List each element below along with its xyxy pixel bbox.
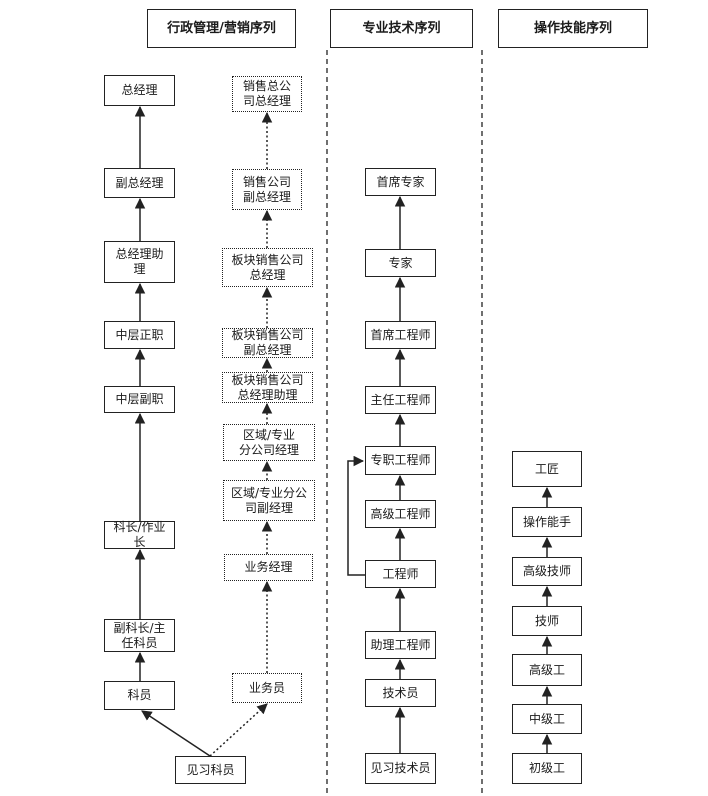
ops-node-technician: 技师	[512, 606, 582, 636]
tech-node-director-engineer: 主任工程师	[365, 386, 436, 414]
admin-node-mid-level-head: 中层正职	[104, 321, 175, 349]
sales-node-business-manager: 业务经理	[224, 554, 313, 581]
ops-node-senior-technician: 高级技师	[512, 557, 582, 586]
sales-node-salesperson: 业务员	[232, 673, 302, 703]
admin-node-deputy-gm: 副总经理	[104, 168, 175, 198]
tech-node-chief-engineer: 首席工程师	[365, 321, 436, 349]
tech-node-dedicated-engineer: 专职工程师	[365, 446, 436, 475]
arrow-trainee-admin	[141, 710, 211, 757]
sales-node-gm: 销售总公 司总经理	[232, 76, 302, 112]
admin-node-section-chief: 科长/作业 长	[104, 520, 175, 549]
tech-node-expert: 专家	[365, 249, 436, 277]
sales-node-branch-manager: 区域/专业 分公司经理	[223, 424, 315, 461]
trainee-clerk-node: 见习科员	[175, 756, 246, 784]
sales-node-division-gm-assistant: 板块销售公司 总经理助理	[222, 372, 313, 403]
arrow-tech-skip	[347, 455, 365, 576]
arrow-trainee-sales	[209, 703, 268, 757]
tech-node-senior-engineer: 高级工程师	[365, 500, 436, 528]
sales-node-branch-deputy-manager: 区域/专业分公 司副经理	[223, 480, 315, 521]
admin-node-deputy-section-chief: 副科长/主 任科员	[104, 619, 175, 652]
sales-node-division-deputy-gm: 板块销售公司 副总经理	[222, 328, 313, 358]
tech-node-chief-expert: 首席专家	[365, 168, 436, 196]
ops-node-operation-expert: 操作能手	[512, 507, 582, 537]
tech-node-trainee-technician: 见习技术员	[365, 753, 436, 784]
tech-node-engineer: 工程师	[365, 560, 436, 588]
admin-node-mid-level-deputy: 中层副职	[104, 386, 175, 413]
header-admin-sales: 行政管理/营销序列	[147, 9, 296, 48]
tech-node-assistant-engineer: 助理工程师	[365, 631, 436, 659]
ops-node-intermediate-worker: 中级工	[512, 704, 582, 734]
sales-node-deputy-gm: 销售公司 副总经理	[232, 169, 302, 210]
admin-node-gm-assistant: 总经理助 理	[104, 241, 175, 283]
admin-node-general-manager: 总经理	[104, 75, 175, 106]
admin-node-clerk: 科员	[104, 681, 175, 710]
sales-node-division-gm: 板块销售公司 总经理	[222, 248, 313, 287]
ops-node-junior-worker: 初级工	[512, 753, 582, 784]
ops-node-senior-worker: 高级工	[512, 654, 582, 686]
header-tech: 专业技术序列	[330, 9, 473, 48]
tech-node-technician: 技术员	[365, 679, 436, 707]
header-ops: 操作技能序列	[498, 9, 648, 48]
ops-node-craftsman: 工匠	[512, 451, 582, 487]
